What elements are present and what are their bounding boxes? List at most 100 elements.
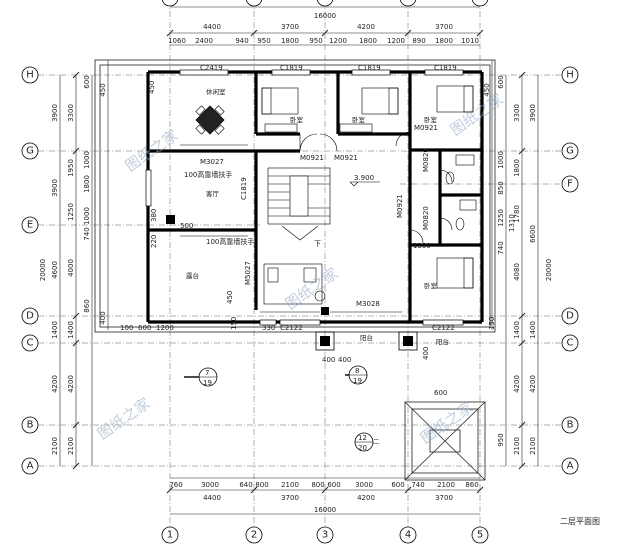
- dim-left-2: 3900: [51, 179, 59, 197]
- dim-note-330: 330: [262, 324, 275, 332]
- axis-label-d-left: D: [26, 311, 34, 322]
- room-bed-1: 卧室: [290, 115, 304, 124]
- door-label-m0921-2: M0921: [300, 154, 324, 162]
- dim-bottom-fine-2: 3000: [201, 481, 219, 489]
- rail-note-1: 100高靠墙扶手: [184, 170, 232, 179]
- dim-right-inner-5: 1400: [513, 321, 521, 339]
- dim-note-380: 380: [150, 209, 158, 222]
- dim-top-fine-8: 1800: [359, 37, 377, 45]
- furniture: [195, 85, 477, 305]
- dim-left-inner-4: 4000: [67, 259, 75, 277]
- dim-bottom-fine-5: 2100: [281, 481, 299, 489]
- dim-bottom-2: 3700: [281, 494, 299, 502]
- drawing-title: 二层平面图: [560, 517, 600, 526]
- dim-top-fine-4: 950: [257, 37, 270, 45]
- axis-labels: 1 2 3 4 5 H G E D C B A H G F D C B A: [26, 70, 574, 541]
- dim-left-5: 4200: [51, 375, 59, 393]
- dim-right-total: 20000: [545, 259, 553, 281]
- door-label-m3027: M3027: [200, 158, 224, 166]
- dim-right-inner-6: 4200: [513, 375, 521, 393]
- window-label-c2122-1: C2122: [280, 324, 303, 332]
- dim-top-fine-6: 950: [309, 37, 322, 45]
- dim-right-fine-1: 600: [497, 75, 505, 88]
- dim-top-fine-11: 1800: [435, 37, 453, 45]
- view-ref-7-bottom: 19: [203, 379, 212, 387]
- view-ref-12-top: 12: [358, 434, 367, 442]
- watermark-4: 图纸之家: [94, 394, 153, 443]
- dim-left-fine-3: 1000: [83, 151, 91, 169]
- dim-bottom-total: 16000: [314, 506, 336, 514]
- dims-bottom: 760 3000 640 800 2100 800 600 3000 600 7…: [169, 481, 478, 514]
- dim-right-inner-1: 3300: [513, 104, 521, 122]
- dim-right-5: 2100: [529, 437, 537, 455]
- dim-right-inner-3: 1780: [513, 205, 521, 223]
- dim-note-500: 500: [180, 222, 193, 230]
- dims-left: 3900 3900 4600 1400 4200 2100 20000 3300…: [39, 75, 107, 455]
- dim-note-400-a: 400: [322, 356, 335, 364]
- axis-label-g-right: G: [566, 146, 574, 157]
- dim-note-400-c: 400: [422, 347, 430, 360]
- dim-right-4: 4200: [529, 375, 537, 393]
- dim-note-1200: 1200: [156, 324, 174, 332]
- dim-left-6: 2100: [51, 437, 59, 455]
- view-ref-7-top: 7: [205, 369, 209, 377]
- dim-top-2: 3700: [281, 23, 299, 31]
- axis-label-1: 1: [167, 530, 173, 541]
- dim-note-220: 220: [150, 235, 158, 248]
- dim-bottom-fine-11: 2100: [437, 481, 455, 489]
- axis-label-5: 5: [477, 530, 483, 541]
- dim-left-fine-1: 600: [83, 75, 91, 88]
- dim-note-100: 100: [120, 324, 133, 332]
- axis-bubbles: [21, 0, 579, 544]
- room-balcony-2: 阳台: [436, 337, 449, 346]
- window-label-c1819-4: C1819: [240, 177, 248, 200]
- axis-label-c-left: C: [27, 338, 34, 349]
- dim-bottom-fine-7: 600: [327, 481, 340, 489]
- dim-top-fine-12: 1010: [461, 37, 479, 45]
- door-swings: [299, 131, 453, 244]
- door-label-m3028: M3028: [356, 300, 380, 308]
- room-terrace: 露台: [186, 271, 199, 280]
- dims-right: 3900 6600 1400 4200 2100 20000 3300 1800…: [483, 75, 553, 455]
- window-label-c2419: C2419: [200, 64, 223, 72]
- window-label-c1819-1: C1819: [280, 64, 303, 72]
- dim-right-fine-3: 1000: [497, 151, 505, 169]
- staircase: [267, 167, 331, 241]
- dim-bottom-fine-12: 860: [465, 481, 478, 489]
- room-leisure: 休闲室: [206, 87, 226, 96]
- dim-top-3: 4200: [357, 23, 375, 31]
- dim-note-400-b: 400: [338, 356, 351, 364]
- axis-label-h-left: H: [26, 70, 34, 81]
- view-ref-12-bottom: 20: [358, 444, 367, 452]
- window-label-c2122-2: C2122: [432, 324, 455, 332]
- stair-down-label: 下: [314, 240, 321, 248]
- axis-label-c-right: C: [567, 338, 574, 349]
- dimension-lines: [59, 6, 539, 515]
- dim-right-1: 3900: [529, 104, 537, 122]
- dim-left-fine-5: 1000: [83, 207, 91, 225]
- door-labels: M0921 M0921 M0921 M0921 M0820 M0820 M302…: [200, 124, 438, 308]
- dim-note-600: 600: [138, 324, 151, 332]
- door-label-m0921-1: M0921: [414, 124, 438, 132]
- dim-right-fine-5: 1250: [497, 209, 505, 227]
- dim-bottom-fine-1: 760: [169, 481, 182, 489]
- axis-label-e-left: E: [27, 220, 33, 231]
- dim-left-inner-2: 1950: [67, 159, 75, 177]
- door-label-m0820-1: M0820: [422, 148, 430, 172]
- dim-right-fine-6: 740: [497, 241, 505, 254]
- window-openings: [145, 69, 464, 326]
- watermark-3: 图纸之家: [282, 264, 341, 313]
- window-label-c1819-2: C1819: [358, 64, 381, 72]
- axis-label-d-right: D: [566, 311, 574, 322]
- window-label-c1819-3: C1819: [434, 64, 457, 72]
- window-labels: C2419 C1819 C1819 C1819 C1819 C2122 C212…: [200, 64, 457, 332]
- dim-right-inner-2: 1800: [513, 159, 521, 177]
- room-bed-4: 卧室: [424, 281, 438, 290]
- dim-right-fine-7: 950: [497, 433, 505, 446]
- misc-labels: 3.900 100高靠墙扶手 100高靠墙扶手 1300 1310 450 45…: [120, 81, 516, 397]
- dim-top-fine-9: 1200: [387, 37, 405, 45]
- axis-label-a-left: A: [27, 461, 34, 472]
- dim-bottom-fine-3: 640: [239, 481, 252, 489]
- columns: [166, 215, 413, 346]
